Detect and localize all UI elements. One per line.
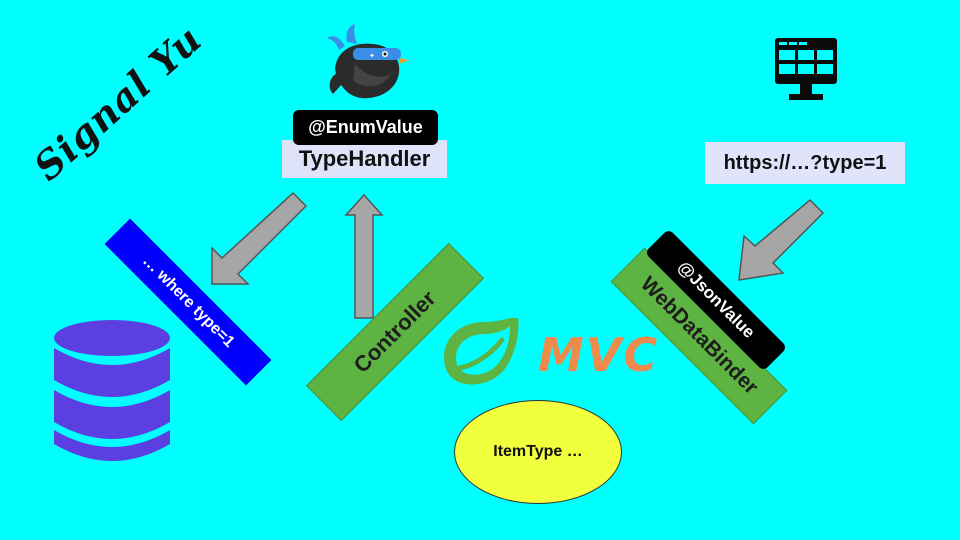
itemtype-label: ItemType … [493, 443, 583, 460]
arrow-controller-to-typehandler [344, 193, 384, 319]
enum-value-tag: @EnumValue [293, 110, 438, 145]
itemtype-ellipse: ItemType … [454, 400, 622, 504]
svg-text:✦: ✦ [369, 52, 375, 60]
monitor-icon [775, 38, 837, 100]
url-label: https://…?type=1 [705, 142, 905, 184]
mvc-label: MVC [538, 328, 660, 382]
signature-text: Signal Yu [24, 16, 211, 190]
spring-leaf-icon [444, 318, 519, 385]
typehandler-label: TypeHandler [282, 140, 447, 178]
arrow-typehandler-to-db [211, 191, 308, 285]
signature: Signal Yu [25, 16, 220, 190]
ninja-bird-icon: ✦ [327, 24, 409, 99]
arrow-url-to-webdatabinder [738, 198, 825, 281]
database-icon [54, 320, 170, 461]
